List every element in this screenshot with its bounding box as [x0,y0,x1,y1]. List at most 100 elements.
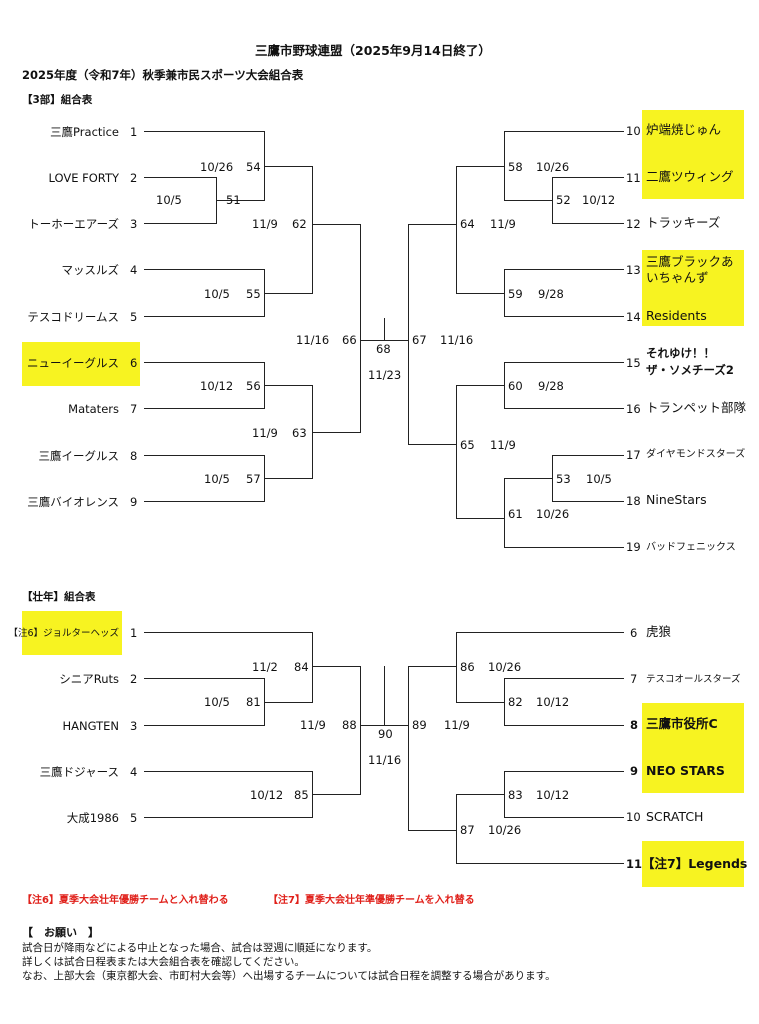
game-date: 9/28 [538,379,564,393]
game-number: 88 [342,718,357,732]
page-subtitle: 2025年度（令和7年）秋季兼市民スポーツ大会組合表 [22,68,304,82]
game-date: 10/12 [582,193,616,207]
section-title-div3: 【3部】組合表 [22,94,93,106]
game-date: 10/5 [204,287,230,301]
team-name: ダイヤモンドスターズ [646,449,746,460]
game-date: 10/5 [156,193,182,207]
team-name: HANGTEN [62,719,119,733]
request-line-2: 詳しくは試合日程表または大会組合表を確認してください。 [22,956,305,968]
team-name: それゆけ！！ [646,346,715,360]
game-number: 63 [292,426,307,440]
game-date: 10/5 [204,695,230,709]
team-number: 3 [130,217,138,231]
game-date: 10/26 [488,823,522,837]
section-title-senior: 【壮年】組合表 [22,591,96,603]
team-number: 15 [626,356,641,370]
game-number: 57 [246,472,261,486]
team-number: 3 [130,719,138,733]
game-date: 10/5 [586,472,612,486]
game-number: 53 [556,472,571,486]
team-name: NEO STARS [646,763,725,778]
game-date: 10/12 [536,788,570,802]
game-number: 66 [342,333,357,347]
game-date: 10/12 [200,379,234,393]
game-date: 10/26 [536,507,570,521]
request-title: 【 お願い 】 [22,926,99,939]
game-number: 54 [246,160,261,174]
highlight-senior-team-8-9 [642,703,744,793]
team-name: マッスルズ [61,263,120,277]
page-title: 三鷹市野球連盟（2025年9月14日終了） [255,43,491,58]
team-number: 5 [130,811,138,825]
team-name: SCRATCH [646,809,704,824]
team-name: 三鷹イーグルス [38,449,120,463]
team-name: ザ・ソメチーズ2 [646,363,734,377]
team-name: トランペット部隊 [646,400,747,415]
highlight-team-10-11 [642,110,744,199]
team-name: テスコオールスターズ [646,674,741,685]
team-name: トラッキーズ [646,215,721,230]
team-name: Residents [646,308,707,323]
team-name: 大成1986 [66,811,119,825]
game-date: 11/9 [490,217,516,231]
game-date: 10/5 [204,472,230,486]
team-number: 1 [130,125,138,139]
game-date: 9/28 [538,287,564,301]
team-name: 三鷹ブラックあ [646,254,734,269]
game-number: 87 [460,823,475,837]
game-date: 10/26 [536,160,570,174]
game-number: 82 [508,695,523,709]
game-number: 90 [378,727,393,741]
game-number: 59 [508,287,523,301]
team-name: 虎狼 [646,624,672,639]
team-number: 14 [626,310,641,324]
team-number: 10 [626,810,641,824]
game-number: 85 [294,788,309,802]
team-number: 8 [630,718,639,732]
team-number: 11 [626,857,643,871]
game-date: 11/9 [490,438,516,452]
game-number: 83 [508,788,523,802]
team-name: ニューイーグルス [27,356,119,370]
team-number: 9 [130,495,138,509]
note-6: 【注6】夏季大会壮年優勝チームと入れ替わる [22,895,229,906]
game-date: 10/26 [200,160,234,174]
team-name: 三鷹市役所C [646,716,718,731]
team-number: 19 [626,540,641,554]
game-number: 65 [460,438,475,452]
team-name: 二鷹ツウィング [646,169,734,184]
game-date: 11/9 [300,718,326,732]
game-date: 11/16 [296,333,330,347]
game-date: 11/23 [368,368,402,382]
game-number: 64 [460,217,475,231]
team-name: シニアRuts [59,672,119,686]
game-date: 11/9 [444,718,470,732]
team-number: 4 [130,263,138,277]
highlight-team-6 [22,342,140,386]
team-name: 【注6】ジョルターヘッズ [8,628,119,639]
request-line-3: なお、上部大会（東京都大会、市町村大会等）へ出場するチームについては試合日程を調… [22,970,556,982]
game-date: 11/16 [440,333,474,347]
team-number: 17 [626,448,641,462]
team-number: 8 [130,449,138,463]
team-name: NineStars [646,492,707,507]
team-number: 13 [626,263,641,277]
team-name: テスコドリームス [27,310,119,324]
team-name: Mataters [68,402,119,416]
team-name: トーホーエアーズ [28,217,119,231]
team-name: 三鷹ドジャース [39,765,119,779]
game-number: 86 [460,660,475,674]
team-number: 5 [130,310,138,324]
team-number: 2 [130,171,138,185]
team-number: 12 [626,217,641,231]
team-name: LOVE FORTY [48,171,119,185]
game-date: 11/9 [252,217,278,231]
team-number: 9 [630,764,639,778]
team-number: 2 [130,672,138,686]
game-number: 60 [508,379,523,393]
game-number: 61 [508,507,523,521]
game-number: 81 [246,695,261,709]
game-number: 62 [292,217,307,231]
note-7: 【注7】夏季大会壮年準優勝チームを入れ替る [268,895,475,906]
team-number: 6 [130,356,138,370]
